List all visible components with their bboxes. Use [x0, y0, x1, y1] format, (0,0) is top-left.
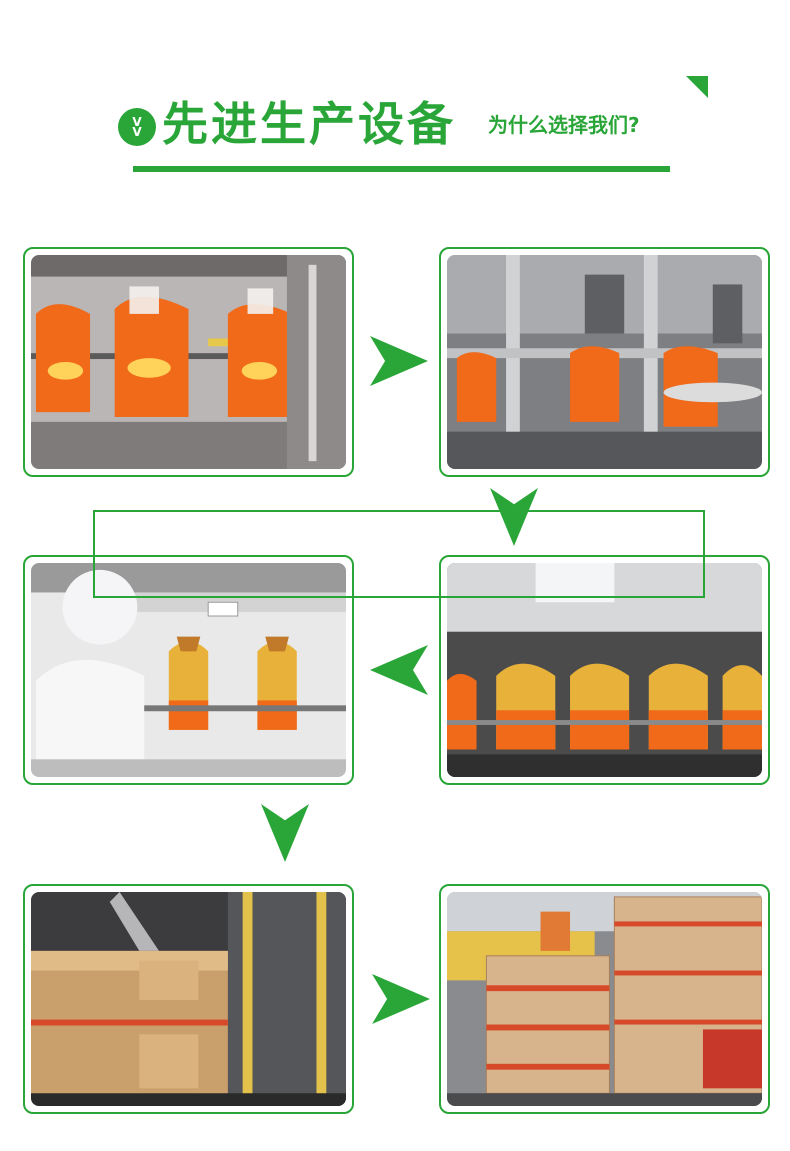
arrow-down-2 [261, 804, 309, 862]
photo-frame-capped-bottles-line [439, 555, 770, 785]
title-underline [133, 166, 670, 172]
photo-frame-worker-inspection [23, 555, 354, 785]
badge-bottom-letter: V [132, 125, 142, 139]
photo-worker-inspection [31, 563, 346, 777]
arrow-left-1 [370, 645, 428, 695]
corner-decoration [686, 76, 708, 98]
photo-filling-machine [447, 255, 762, 469]
vv-badge-icon: V V [118, 108, 156, 146]
arrow-right-2 [372, 974, 430, 1024]
connector-outline [93, 510, 705, 598]
photo-frame-bottle-conveyor [23, 247, 354, 477]
photo-frame-carton-packing [23, 884, 354, 1114]
photo-frame-warehouse-pallets [439, 884, 770, 1114]
page-subtitle: 为什么选择我们? [488, 113, 640, 137]
photo-bottle-conveyor [31, 255, 346, 469]
page-title: 先进生产设备 [162, 97, 456, 151]
arrow-right-1 [370, 336, 428, 386]
photo-carton-packing [31, 892, 346, 1106]
badge-top-letter: V [132, 115, 142, 129]
photo-frame-filling-machine [439, 247, 770, 477]
photo-warehouse-pallets [447, 892, 762, 1106]
